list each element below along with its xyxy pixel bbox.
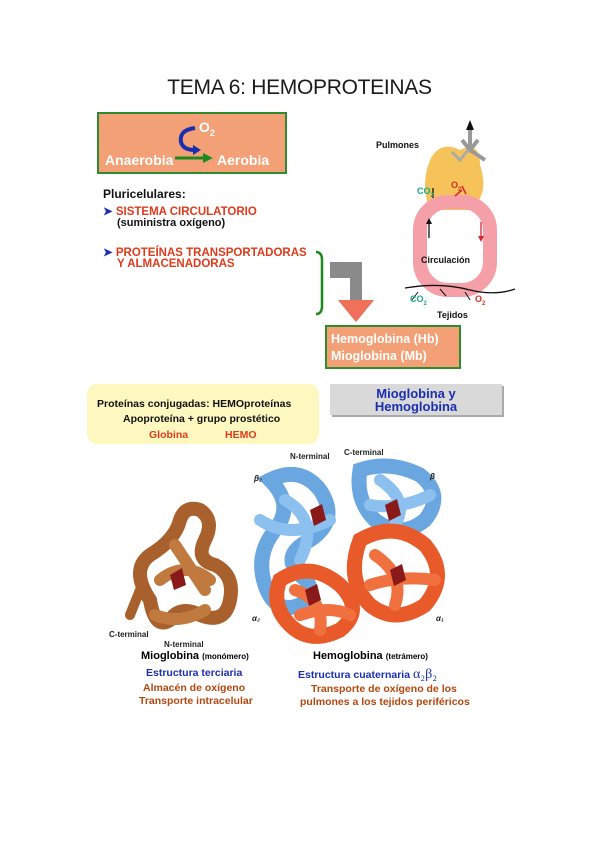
n-terminal-label: N-terminal [164,640,204,649]
sistema-sub: (suministra oxígeno) [117,217,226,229]
co2-top-label: CO2 [417,186,434,199]
hemoglobina-structure-text: Estructura cuaternaria [298,669,411,681]
hemoglobina-type: (tetrámero) [385,652,428,661]
bullet-proteinas: ➤ PROTEÍNAS TRANSPORTADORAS [103,247,307,259]
conjugadas-line1: Proteínas conjugadas: HEMOproteínas [97,398,292,410]
page-title: TEMA 6: HEMOPROTEINAS [167,76,432,99]
hemo-label: HEMO [225,429,257,441]
beta2-label: β₂ [254,474,263,483]
tejidos-label: Tejidos [437,310,468,320]
bullet-sistema: ➤ SISTEMA CIRCULATORIO [103,206,257,218]
globina-label: Globina [149,429,189,441]
hb-mb-box: Hemoglobina (Hb) Mioglobina (Mb) [325,325,461,369]
hemoglobina-title: Hemoglobina (tetrámero) [313,650,428,662]
anaerobia-label: Anaerobia [105,152,174,168]
grey-box-line2: Hemoglobina [374,399,458,414]
proteinas-line2: Y ALMACENADORAS [117,258,235,270]
hemoglobin-structure [254,458,445,644]
myoglobin-structure [125,501,238,630]
o2-top-label: O2 [451,180,462,193]
conjugadas-line2: Apoproteína + grupo prostético [123,413,281,425]
o2-bottom-label: O2 [475,294,486,307]
mioglobina-hemoglobina-box: Mioglobina y Hemoglobina [330,384,502,415]
pulmones-label: Pulmones [376,140,420,150]
mb-label: Mioglobina (Mb) [331,349,427,363]
hb-label: Hemoglobina (Hb) [331,332,439,346]
conjugadas-box: Proteínas conjugadas: HEMOproteínas Apop… [87,384,319,444]
mioglobina-name: Mioglobina [141,650,200,662]
c-terminal-top-label: C-terminal [344,448,384,457]
hemoglobina-structure: Estructura cuaternaria α₂β₂ [298,667,437,683]
mioglobina-type: (monómero) [202,652,249,661]
mioglobina-f1: Almacén de oxígeno [143,682,246,694]
hemoglobina-name: Hemoglobina [313,650,383,662]
aerobia-box: O2 Anaerobia Aerobia [97,112,287,174]
alpha1-label: α₁ [436,614,444,623]
hemoglobina-f2: pulmones a los tejidos periféricos [300,696,470,708]
n-terminal-top-label: N-terminal [290,452,330,461]
mioglobina-title: Mioglobina (monómero) [141,650,249,662]
co2-bottom-label: CO2 [410,294,427,307]
c-terminal-label: C-terminal [109,630,149,639]
o2-label: O2 [199,119,215,138]
hemoglobina-f1: Transporte de oxígeno de los [311,683,457,695]
grey-box-line1: Mioglobina y [376,386,456,401]
o2-cycle-arrow-icon [175,126,213,163]
green-bracket [315,250,324,316]
circulacion-label: Circulación [421,255,471,265]
aerobia-label: Aerobia [217,152,270,168]
mioglobina-f2: Transporte intracelular [139,695,253,707]
alpha2-label: α₂ [252,614,261,623]
hemoglobina-formula: α₂β₂ [412,667,438,682]
bullet-arrow-icon: ➤ [103,206,116,218]
bullet-arrow-icon: ➤ [103,247,116,259]
pluricelulares-heading: Pluricelulares: [103,187,186,201]
mioglobina-structure: Estructura terciaria [146,667,243,679]
beta1-label: β [430,472,435,481]
